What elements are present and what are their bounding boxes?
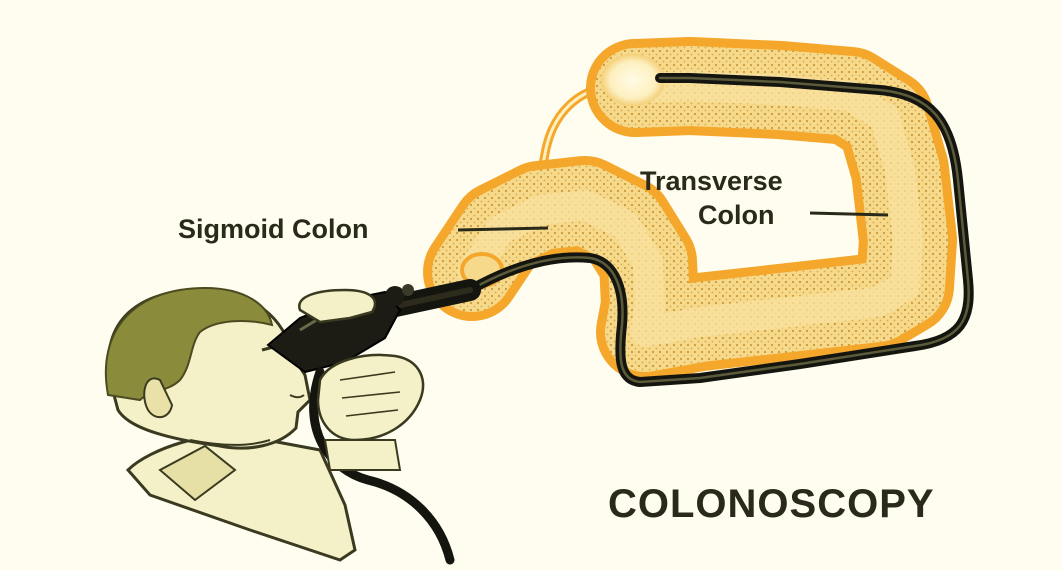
diagram-title: COLONOSCOPY: [608, 482, 935, 526]
transverse-pointer-line: [810, 213, 888, 215]
transverse-colon-label-line2: Colon: [698, 200, 774, 230]
transverse-colon-label-line1: Transverse: [640, 166, 783, 196]
sigmoid-colon-label: Sigmoid Colon: [178, 214, 368, 244]
sigmoid-pointer-line: [458, 228, 548, 230]
cecum: [601, 54, 665, 106]
